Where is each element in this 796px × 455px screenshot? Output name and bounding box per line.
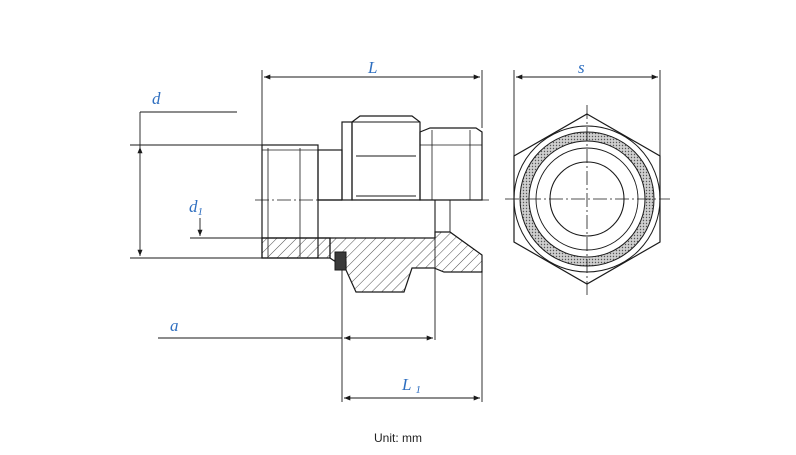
label-L: L — [367, 58, 377, 77]
seal-section — [334, 251, 347, 271]
seal-ring — [341, 121, 353, 201]
right-body — [419, 127, 483, 201]
dimension-lines — [130, 70, 661, 402]
collar — [317, 149, 343, 201]
label-s: s — [578, 58, 585, 77]
unit-prefix: Unit: — [373, 431, 399, 445]
end-view — [505, 105, 670, 295]
hex-nut — [351, 115, 421, 201]
section-hatch — [261, 231, 483, 293]
unit-caption: Unit: mm — [0, 431, 796, 445]
unit-value: mm — [402, 431, 423, 445]
label-a: a — [170, 316, 179, 335]
label-d1: d1 — [189, 197, 203, 218]
label-d: d — [152, 89, 161, 108]
